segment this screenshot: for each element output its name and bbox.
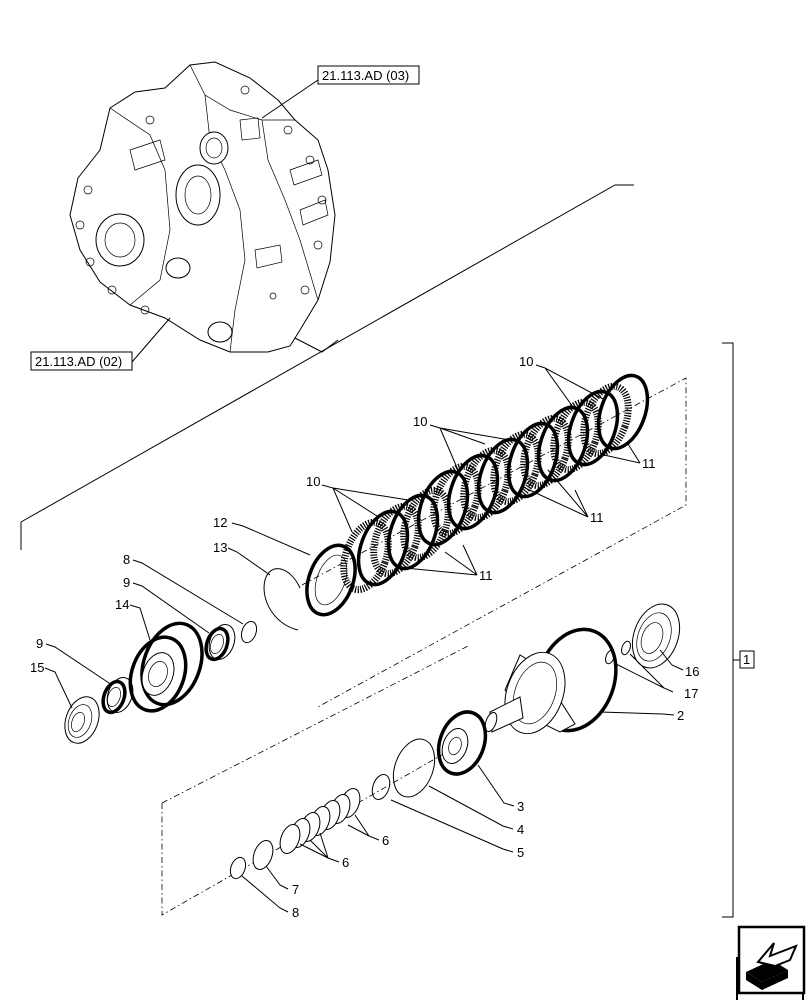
part-9-needle-bearing-lower <box>101 677 134 715</box>
callout-16: 16 <box>685 664 699 679</box>
clutch-pack <box>340 373 650 594</box>
assembly-frame-line <box>20 184 634 550</box>
callout-5: 5 <box>517 845 524 860</box>
callout-10-top: 10 <box>519 354 533 369</box>
plate-set-3 <box>340 486 452 594</box>
next-page-arrow-icon[interactable] <box>736 925 806 1000</box>
part-7-washer <box>252 840 274 870</box>
group-label: 1 <box>739 650 755 669</box>
callout-10-upper-mid: 10 <box>413 414 427 429</box>
group-bracket <box>722 342 734 918</box>
part-14-gear <box>128 621 204 713</box>
assembly-pointer <box>294 337 339 353</box>
callout-17: 17 <box>684 686 698 701</box>
callout-3: 3 <box>517 799 524 814</box>
part-3-pinion-gear <box>436 710 488 776</box>
callout-9-lower: 9 <box>36 636 43 651</box>
part-17-ring-a <box>621 640 631 656</box>
part-8-ring-upper <box>240 620 258 644</box>
part-6-washer-stack <box>279 788 361 854</box>
part-15-ball-bearing <box>64 696 100 744</box>
callout-6-left: 6 <box>342 855 349 870</box>
callout-8-lower: 8 <box>292 905 299 920</box>
reference-label-top[interactable]: 21.113.AD (03) <box>317 65 420 85</box>
part-8-ring-lower <box>229 856 247 880</box>
callout-11-lower-mid: 11 <box>479 568 493 583</box>
callout-10-lower-mid: 10 <box>306 474 320 489</box>
callout-14: 14 <box>115 597 129 612</box>
group-label-text: 1 <box>743 652 750 667</box>
callout-2: 2 <box>677 708 684 723</box>
lower-parts-boundary <box>161 644 471 916</box>
part-13-snap-ring <box>263 568 301 631</box>
callout-labels: 10 11 10 11 10 11 11 12 13 8 9 14 9 15 1… <box>30 354 699 920</box>
callout-11-upper-mid: 11 <box>590 510 604 525</box>
part-16-bearing <box>631 603 681 669</box>
part-12-end-plate <box>305 543 357 617</box>
part-5-o-ring-small <box>371 773 391 801</box>
part-9-needle-bearing-upper <box>204 624 236 662</box>
part-2-drum-gear <box>484 627 618 735</box>
reference-label-left[interactable]: 21.113.AD (02) <box>30 351 133 371</box>
reference-text-left: 21.113.AD (02) <box>35 354 122 369</box>
callout-8-upper: 8 <box>123 552 130 567</box>
callout-15: 15 <box>30 660 44 675</box>
transmission-housing-illustration <box>69 61 336 353</box>
leader-lines <box>44 364 684 913</box>
reference-text-top: 21.113.AD (03) <box>322 68 409 83</box>
callout-12: 12 <box>213 515 227 530</box>
callout-11-top: 11 <box>642 456 656 471</box>
callout-13: 13 <box>213 540 227 555</box>
callout-9-upper: 9 <box>123 575 130 590</box>
callout-6-right: 6 <box>382 833 389 848</box>
callout-7: 7 <box>292 882 299 897</box>
part-4-o-ring-large <box>392 738 436 798</box>
plate-set-2 <box>416 430 542 547</box>
clutch-pack-boundary <box>301 377 687 709</box>
callout-4: 4 <box>517 822 524 837</box>
